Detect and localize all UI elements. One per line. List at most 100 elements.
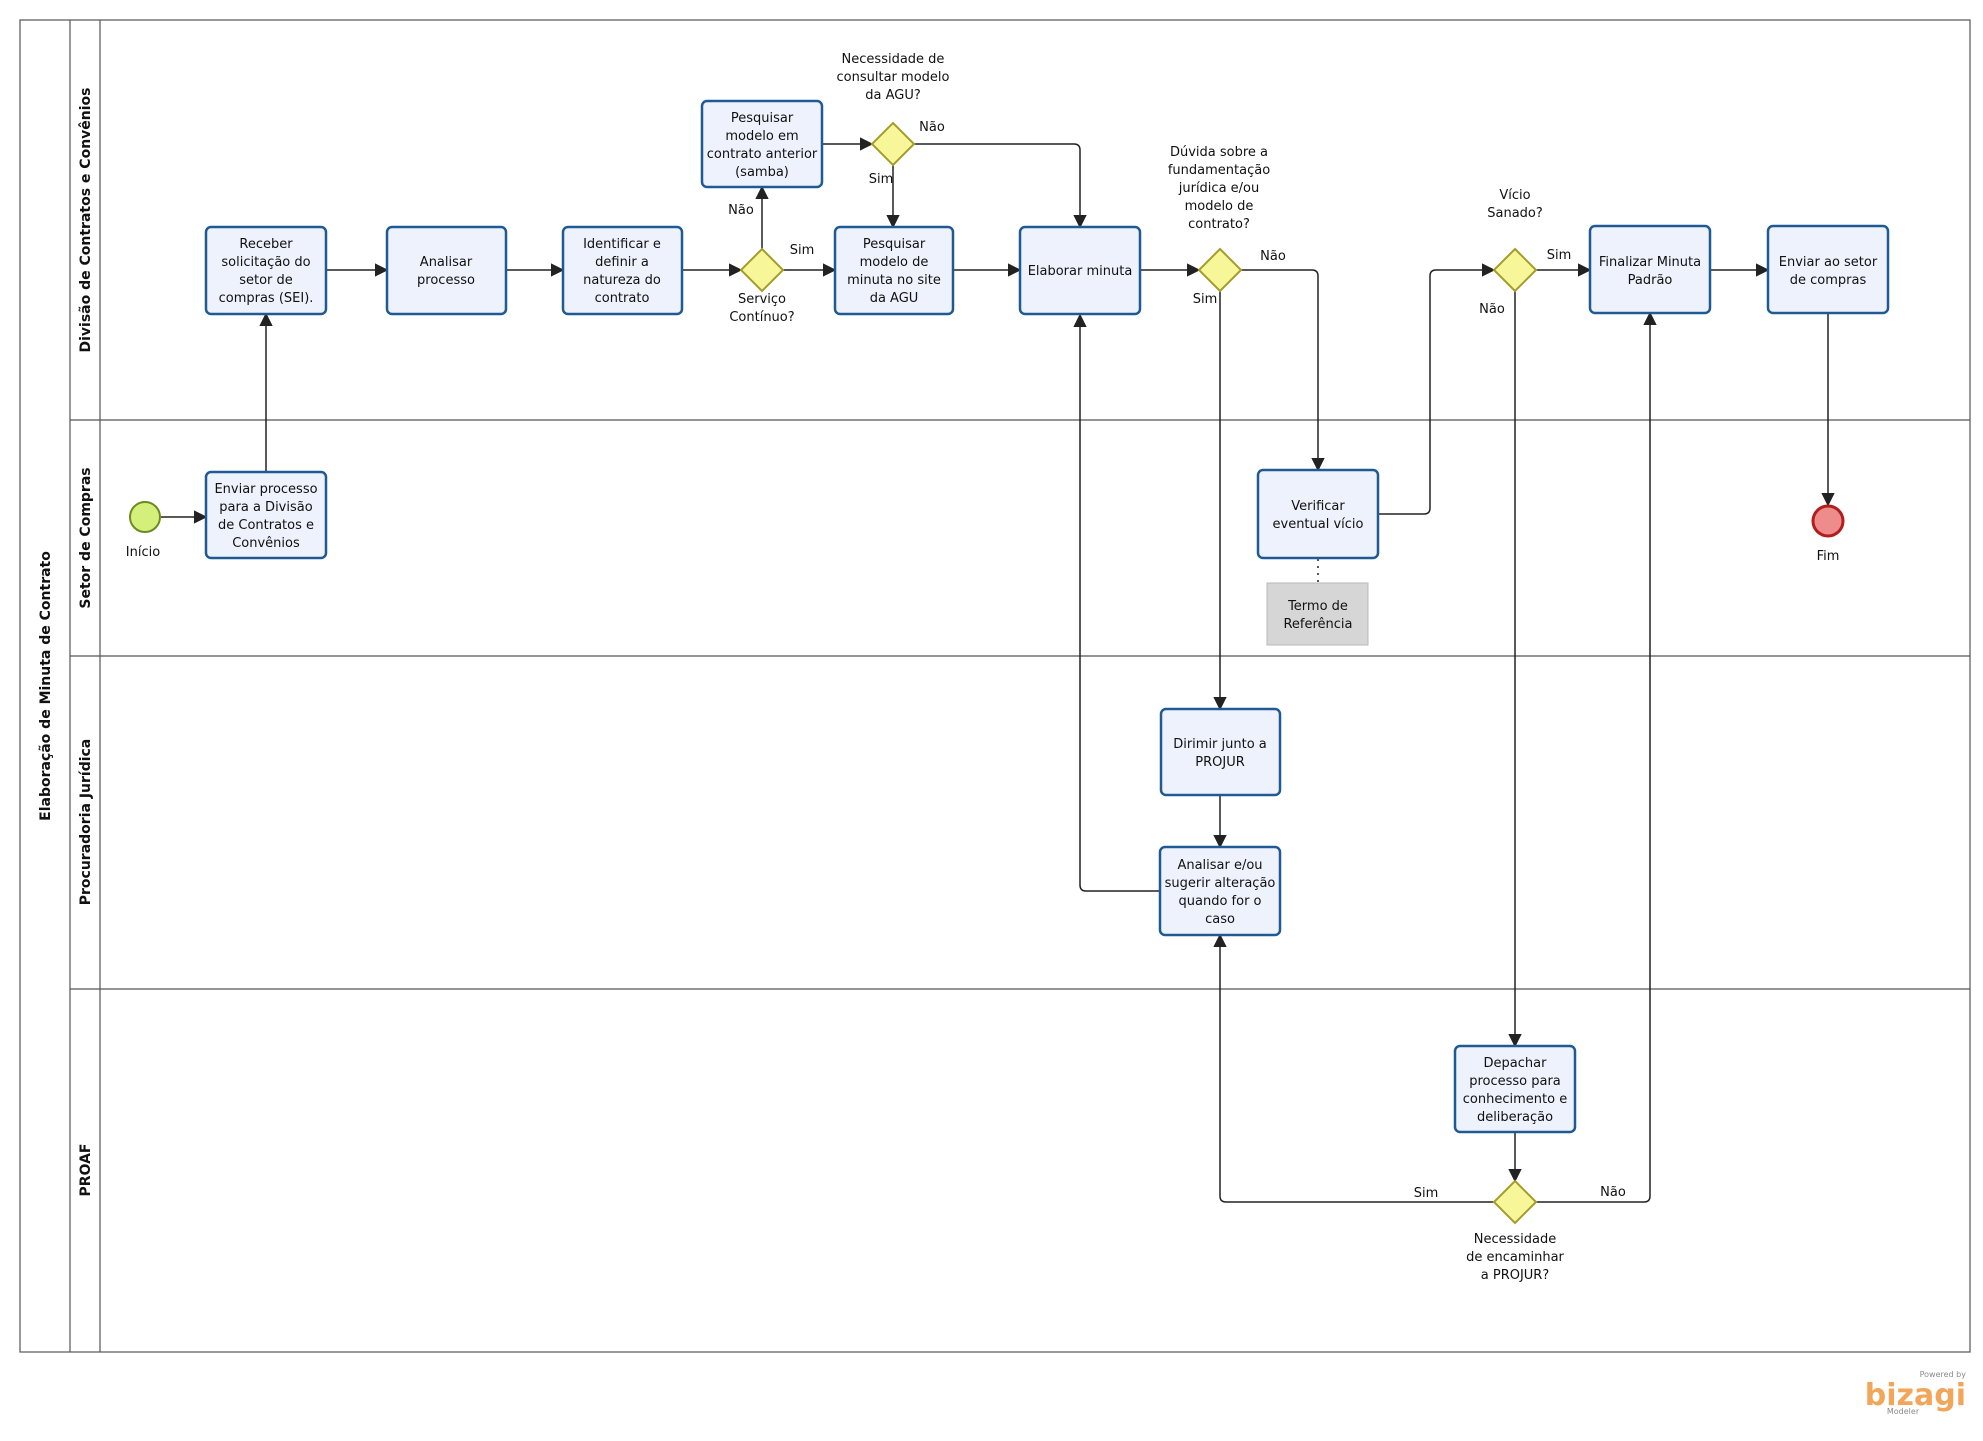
label-agu-nao: Não [919,120,945,135]
lane-title-procuradoria: Procuradoria Jurídica [78,739,94,906]
text-line: da AGU? [865,88,921,103]
text-line: contrato? [1188,217,1250,232]
pool-title: Elaboração de Minuta de Contrato [38,551,54,821]
flow-labels: Sim Não Não Sim Não Sim Sim Não Sim Não [728,120,1626,1201]
pool-border [19,19,1971,1353]
text-line: Contínuo? [729,310,794,325]
text-line: Dúvida sobre a [1170,145,1268,160]
text-line: contrato anterior [707,147,818,162]
text-line: Pesquisar [863,237,926,252]
text-line: Analisar [420,255,473,270]
text-line: (samba) [735,165,789,180]
text-line: Enviar processo [214,482,317,497]
text-line: solicitação do [221,255,310,270]
brand-product: Modeler [1887,1407,1920,1416]
label-duvida-sim: Sim [1193,292,1218,307]
text-line: da AGU [870,291,919,306]
flow-encaminhar-nao [1536,311,1657,1203]
start-event[interactable]: Início [126,501,161,560]
flow-duvida-nao [1241,269,1325,472]
task-dirimir-projur[interactable]: Dirimir junto a PROJUR [1159,707,1282,797]
text-line: Elaborar minuta [1028,264,1133,279]
gateway-label-duvida: Dúvida sobre a fundamentação jurídica e/ou… [1168,145,1270,232]
text-line: de compras [1790,273,1867,288]
text-line: de encaminhar [1466,1250,1564,1265]
text-line: Vício [1499,188,1530,203]
task-enviar-processo[interactable]: Enviar processo para a Divisão de Contrato… [204,470,328,560]
end-event[interactable]: Fim [1811,504,1845,564]
task-pesquisar-modelo-anterior[interactable]: Pesquisar modelo em contrato anterior (samb… [700,99,824,189]
text-line: PROJUR [1195,755,1245,770]
task-elaborar-minuta[interactable]: Elaborar minuta [1018,225,1142,316]
text-line: Convênios [232,536,300,551]
text-line: natureza do [583,273,661,288]
text-line: jurídica e/ou [1178,181,1260,196]
text-line: Termo de [1287,599,1348,614]
start-event-label: Início [126,545,160,560]
text-line: a PROJUR? [1481,1268,1550,1283]
text-line: conhecimento e [1463,1092,1567,1107]
text-line: Receber [239,237,293,252]
text-line: eventual vício [1273,517,1364,532]
text-line: modelo de [860,255,929,270]
text-line: setor de [239,273,293,288]
text-line: Serviço [738,292,786,307]
lane-title-divisao: Divisão de Contratos e Convênios [78,88,94,353]
label-encaminhar-nao: Não [1600,1185,1626,1200]
end-event-label: Fim [1817,549,1840,564]
text-line: consultar modelo [837,70,950,85]
text-line: contrato [595,291,650,306]
text-line: modelo de [1185,199,1254,214]
text-line: Analisar e/ou [1177,858,1262,873]
bizagi-watermark: Powered by bizagi Modeler [1865,1370,1966,1416]
gateway-label-necessidade-agu: Necessidade de consultar modelo da AGU? [837,52,950,103]
pool: Elaboração de Minuta de Contrato Divisão… [19,19,1971,1353]
text-line: quando for o [1179,894,1262,909]
gateway-encaminhar-projur[interactable] [1492,1179,1538,1225]
gateway-necessidade-agu[interactable] [870,121,916,167]
gateway-servico-continuo[interactable] [739,247,785,293]
brand-powered: Powered by [1920,1370,1967,1379]
task-enviar-setor-compras[interactable]: Enviar ao setor de compras [1766,224,1890,315]
flow-verificar-to-vicio [1378,263,1496,515]
label-duvida-nao: Não [1260,249,1286,264]
text-line: para a Divisão [219,500,312,515]
sequence-flows [161,137,1835,1203]
label-encaminhar-sim: Sim [1414,1186,1439,1201]
lane-title-proaf: PROAF [78,1144,94,1197]
task-identificar-natureza[interactable]: Identificar e definir a natureza do contrat… [561,225,684,316]
gateway-duvida[interactable] [1197,247,1243,293]
text-line: Finalizar Minuta [1599,255,1701,270]
text-line: definir a [595,255,649,270]
task-analisar-processo[interactable]: Analisar processo [385,225,508,316]
flow-agu-nao [914,143,1087,229]
lane-title-setor: Setor de Compras [78,467,94,608]
text-line: fundamentação [1168,163,1270,178]
gateway-vicio-sanado[interactable] [1492,247,1538,293]
label-agu-sim: Sim [869,172,894,187]
text-line: caso [1205,912,1235,927]
label-servico-sim: Sim [790,243,815,258]
text-line: Necessidade de [842,52,945,67]
text-line: Padrão [1628,273,1673,288]
task-receber-solicitacao[interactable]: Receber solicitação do setor de compras (SE… [204,225,328,316]
text-line: Sanado? [1487,206,1543,221]
text-line: Pesquisar [731,111,794,126]
text-line: Depachar [1484,1056,1548,1071]
text-line: modelo em [725,129,798,144]
text-line: Identificar e [583,237,661,252]
flow-encaminhar-sim [1213,933,1494,1203]
text-line: Dirimir junto a [1173,737,1267,752]
text-line: de Contratos e [218,518,314,533]
text-line: compras (SEI). [219,291,314,306]
brand-name: bizagi [1865,1378,1966,1413]
text-line: processo [417,273,475,288]
text-line: Enviar ao setor [1779,255,1878,270]
